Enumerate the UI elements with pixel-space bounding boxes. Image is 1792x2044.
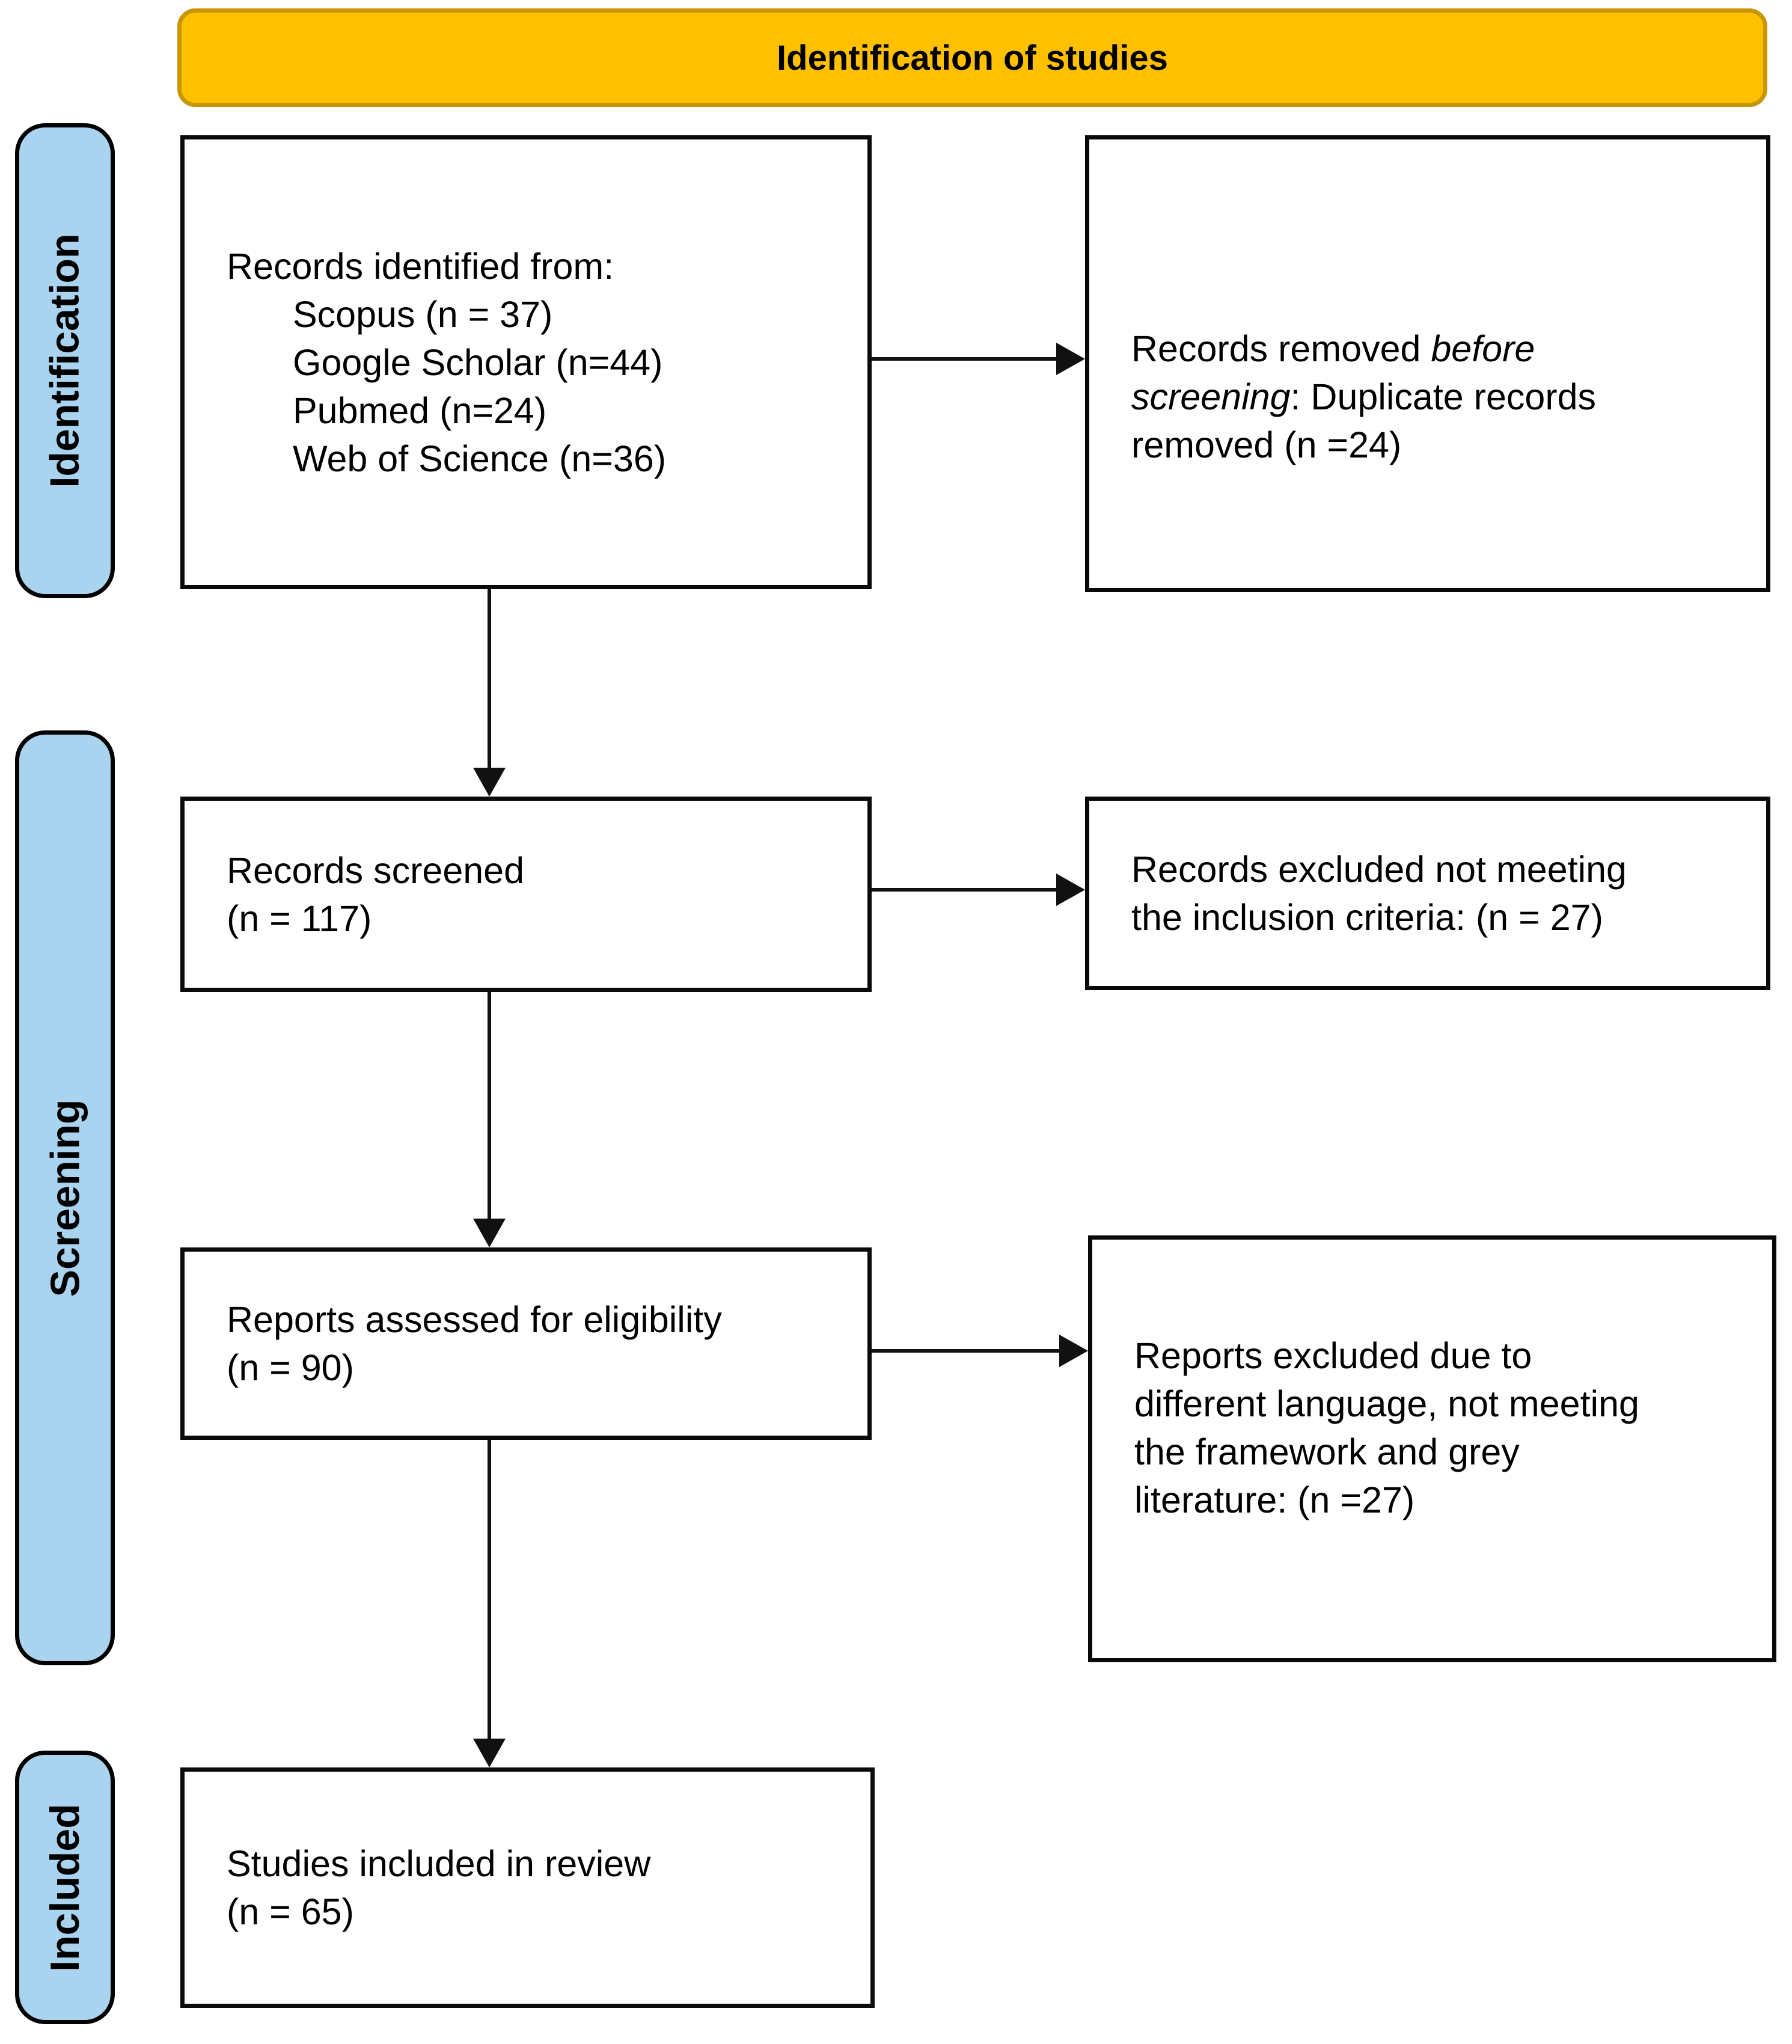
box-records-excluded: Records excluded not meeting the inclusi… bbox=[1085, 797, 1770, 990]
records-removed-line-1: Records removed before bbox=[1131, 325, 1742, 373]
source-pubmed: Pubmed (n=24) bbox=[293, 390, 547, 431]
arrow-identified-to-screened bbox=[488, 589, 491, 768]
stage-pill-included: Included bbox=[15, 1751, 115, 2024]
records-removed-italic-before: before bbox=[1431, 328, 1535, 369]
stage-pill-screening: Screening bbox=[15, 730, 115, 1665]
studies-included-text: Studies included in review bbox=[227, 1843, 651, 1884]
header-banner: Identification of studies bbox=[177, 8, 1767, 107]
records-removed-duplicates-text: : Duplicate records bbox=[1290, 376, 1597, 417]
box-studies-included: Studies included in review (n = 65) bbox=[180, 1767, 875, 2008]
records-removed-line-2: screening: Duplicate records bbox=[1131, 373, 1742, 421]
reports-excluded-line-1: Reports excluded due to bbox=[1134, 1335, 1532, 1376]
reports-excluded-line-2: different language, not meeting bbox=[1134, 1383, 1639, 1424]
box-reports-assessed: Reports assessed for eligibility (n = 90… bbox=[180, 1247, 872, 1440]
arrow-screened-to-assessed bbox=[488, 992, 491, 1219]
stage-label-included: Included bbox=[42, 1803, 88, 1972]
records-excluded-line-1: Records excluded not meeting bbox=[1131, 849, 1627, 890]
source-google-scholar: Google Scholar (n=44) bbox=[293, 341, 663, 383]
records-removed-line-3: removed (n =24) bbox=[1131, 424, 1402, 465]
reports-assessed-count: (n = 90) bbox=[227, 1347, 354, 1388]
arrow-assessed-to-included bbox=[488, 1440, 491, 1739]
records-identified-intro: Records identified from: bbox=[227, 245, 614, 287]
box-records-removed: Records removed before screening: Duplic… bbox=[1085, 135, 1770, 592]
stage-pill-identification: Identification bbox=[15, 123, 115, 598]
source-scopus: Scopus (n = 37) bbox=[293, 293, 553, 335]
arrow-assessed-to-excluded bbox=[872, 1349, 1059, 1353]
records-removed-text: Records removed bbox=[1131, 328, 1431, 369]
header-title: Identification of studies bbox=[777, 38, 1168, 78]
records-excluded-line-2: the inclusion criteria: (n = 27) bbox=[1131, 897, 1603, 938]
stage-label-identification: Identification bbox=[42, 233, 88, 488]
stage-label-screening: Screening bbox=[42, 1099, 88, 1297]
reports-excluded-line-3: the framework and grey bbox=[1134, 1431, 1520, 1472]
source-web-of-science: Web of Science (n=36) bbox=[293, 438, 667, 479]
reports-excluded-line-4: literature: (n =27) bbox=[1134, 1479, 1415, 1520]
arrow-screened-to-excluded bbox=[872, 888, 1056, 892]
reports-assessed-text: Reports assessed for eligibility bbox=[227, 1299, 722, 1340]
records-removed-italic-screening: screening bbox=[1131, 376, 1291, 417]
box-records-screened: Records screened (n = 117) bbox=[180, 797, 872, 992]
records-screened-text: Records screened bbox=[227, 849, 525, 891]
studies-included-count: (n = 65) bbox=[227, 1891, 354, 1932]
box-reports-excluded: Reports excluded due to different langua… bbox=[1088, 1235, 1776, 1662]
arrow-identified-to-removed bbox=[872, 357, 1056, 361]
records-screened-count: (n = 117) bbox=[227, 898, 372, 939]
box-records-identified: Records identified from: Scopus (n = 37)… bbox=[180, 135, 872, 589]
